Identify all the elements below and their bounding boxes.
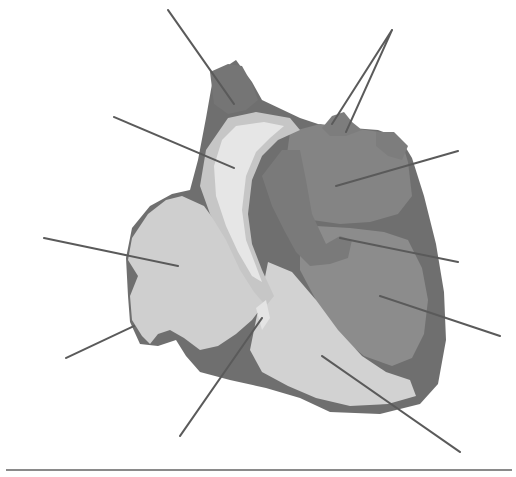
- leader-line-1: [168, 10, 234, 104]
- leader-line-3: [346, 30, 392, 132]
- leader-line-2: [332, 30, 392, 124]
- leader-line-9: [66, 326, 134, 358]
